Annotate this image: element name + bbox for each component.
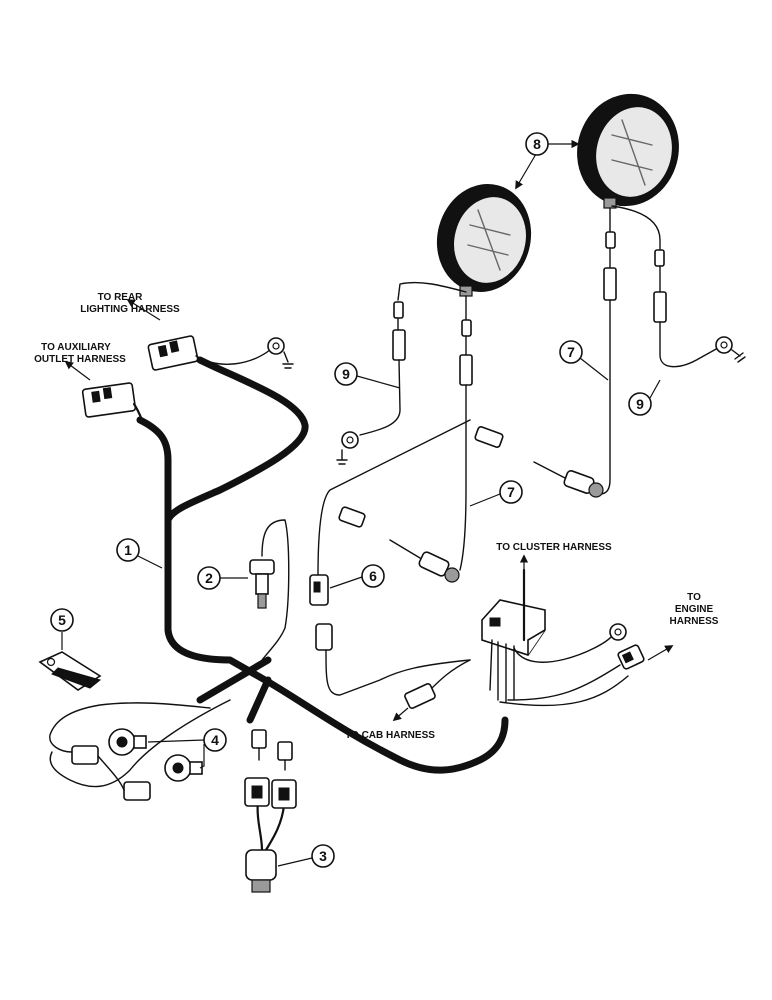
callout-3: 3: [277, 844, 335, 868]
cab-harness-connector: [404, 659, 471, 709]
svg-text:1: 1: [124, 542, 132, 558]
svg-text:2: 2: [205, 570, 213, 586]
callout-7-upper: 7: [559, 340, 609, 381]
label-engine-line1: TO: [687, 592, 701, 603]
callout-8: 8: [515, 132, 580, 190]
ground-strap-component-5: [38, 651, 102, 691]
callout-5: 5: [50, 608, 74, 650]
label-engine-line2: ENGINE: [675, 604, 714, 615]
callout-6: 6: [329, 564, 385, 589]
callout-9-left: 9: [334, 362, 401, 389]
lamp-right-switch: [533, 461, 604, 498]
label-cluster: TO CLUSTER HARNESS: [496, 542, 612, 553]
svg-text:3: 3: [319, 848, 327, 864]
pressure-switch-component-3: [244, 777, 297, 893]
rear-lighting-connector: [147, 335, 294, 371]
connector-component-6: [309, 419, 504, 696]
svg-text:7: 7: [567, 344, 575, 360]
label-auxiliary-line2: OUTLET HARNESS: [34, 354, 126, 365]
work-lamp-left: [436, 183, 532, 297]
lamp-right-wiring: [599, 205, 746, 495]
svg-text:6: 6: [369, 568, 377, 584]
label-auxiliary-line1: TO AUXILIARY: [41, 342, 111, 353]
sender-component-2: [249, 519, 290, 661]
work-lamp-right: [577, 93, 679, 209]
callout-4: 4: [147, 728, 227, 769]
callout-7-lower: 7: [469, 480, 523, 507]
label-engine-line3: HARNESS: [670, 616, 719, 627]
main-harness: [136, 356, 509, 774]
label-cab: TO CAB HARNESS: [345, 730, 435, 741]
bulb-lower: [164, 754, 203, 782]
svg-text:9: 9: [342, 366, 350, 382]
label-rear-lighting-line2: LIGHTING HARNESS: [80, 304, 180, 315]
callout-1: 1: [116, 538, 163, 569]
junction-connectors: [251, 729, 293, 771]
direction-arrows: [64, 299, 674, 722]
bulb-assembly-component-4: [49, 699, 231, 801]
callout-9-right: 9: [628, 379, 661, 416]
svg-text:4: 4: [211, 732, 219, 748]
auxiliary-outlet-connector: [81, 382, 144, 422]
svg-text:7: 7: [507, 484, 515, 500]
label-rear-lighting-line1: TO REAR: [98, 292, 144, 303]
lamp-left-wiring: [336, 281, 473, 571]
svg-text:8: 8: [533, 136, 541, 152]
lamp-left-switch: [389, 539, 460, 583]
bulb-upper: [108, 728, 147, 756]
svg-text:5: 5: [58, 612, 66, 628]
callout-2: 2: [197, 566, 248, 590]
svg-text:9: 9: [636, 396, 644, 412]
cluster-bracket: [481, 568, 645, 707]
